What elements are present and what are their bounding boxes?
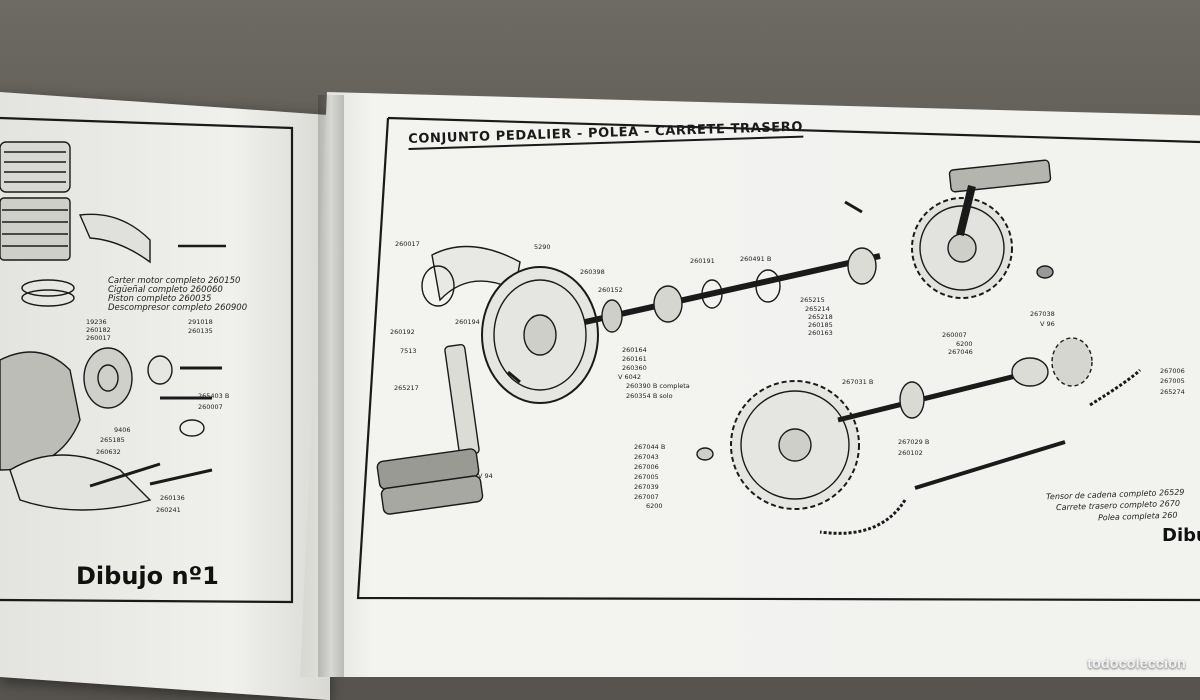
part-number: 6200 [646,502,663,510]
crankcase-icon [0,351,81,471]
part-number: 291018 [188,318,213,326]
chainring-icon [911,197,1013,299]
part-number: 260185 [808,321,833,329]
pedal-axle-icon [584,253,881,325]
part-number: 6200 [956,340,973,348]
part-number: 260241 [156,506,181,514]
part-number: 260194 [455,318,480,326]
part-number: 267005 [634,473,659,481]
part-number: 267006 [1160,367,1185,375]
cylinder-head-icon [0,141,71,193]
part-number: V 94 [478,472,493,480]
rear-axle-icon [837,367,1041,423]
drawing-label-left: Dibujo nº1 [76,562,219,590]
part-number: 267043 [634,453,659,461]
tensioner-rod-icon [914,440,1066,490]
part-number: 265214 [805,305,830,313]
pedal-left-icon [376,448,484,515]
part-number: 267031 B [842,378,874,386]
small-sprocket-icon [653,285,683,323]
part-number: 260192 [390,328,415,336]
part-number: 265217 [394,384,419,392]
flywheel-icon [83,347,133,409]
part-number: 265185 [100,436,125,444]
part-number: 260163 [808,329,833,337]
part-number: 260017 [86,334,111,342]
part-number: 260136 [160,494,185,502]
pedalier-parts-group [376,159,1142,535]
exhaust-pipe-icon [78,213,151,264]
part-number: 19236 [86,318,107,326]
left-note: Descompresor completo 260900 [108,303,248,313]
part-number: 260182 [86,326,111,334]
piston-ring-icon-2 [21,289,75,307]
part-number: 7513 [400,347,417,355]
piston-ring-icon [21,279,75,297]
part-number: 267006 [634,463,659,471]
left-note: Cigüeñal completo 260060 [108,285,223,295]
part-number: 260007 [198,403,223,411]
part-number: 260164 [622,346,647,354]
part-number: 267007 [634,493,659,501]
book-gutter [318,95,344,677]
pulley-wheel-icon [481,266,599,404]
part-number: 267029 B [898,438,930,446]
part-number: 260017 [395,240,420,248]
part-number: 267046 [948,348,973,356]
part-number: 260135 [188,327,213,335]
part-number: 260360 [622,364,647,372]
left-note: Piston completo 260035 [108,294,212,304]
watermark: todocoleccion [1087,655,1186,671]
exploded-parts-drawing [0,116,1200,604]
part-number: 265274 [1160,388,1185,396]
crank-arm-icon [444,343,480,457]
part-number: 260398 [580,268,605,276]
part-number: 260632 [96,448,121,456]
part-number: 267038 [1030,310,1055,318]
part-number: 9406 [114,426,131,434]
part-number: V 96 [1040,320,1055,328]
cylinder-icon [0,197,71,261]
part-number: 260191 [690,257,715,265]
part-number: 265403 B [198,392,230,400]
left-note: Carter motor completo 260150 [108,276,241,286]
part-number: 265215 [800,296,825,304]
part-number: 5290 [534,243,551,251]
drawing-label-right: Dibu [1162,525,1200,546]
pedal-right-icon [948,159,1052,193]
rear-sprocket-icon [730,380,860,510]
part-number: 260390 B completa [626,382,690,390]
part-number: 260491 B [740,255,772,263]
part-number: 260152 [598,286,623,294]
part-number: 260161 [622,355,647,363]
part-number: 267044 B [634,443,666,451]
engine-cover-icon [9,454,152,511]
part-number: 267039 [634,483,659,491]
chain-icon [1089,368,1142,407]
part-number: V 6042 [618,373,642,381]
part-number: 260102 [898,449,923,457]
part-number: 260354 B solo [626,392,673,400]
part-number: 265218 [808,313,833,321]
engine-parts-group [0,141,226,511]
part-number: 267005 [1160,377,1185,385]
part-number: 260007 [942,331,967,339]
